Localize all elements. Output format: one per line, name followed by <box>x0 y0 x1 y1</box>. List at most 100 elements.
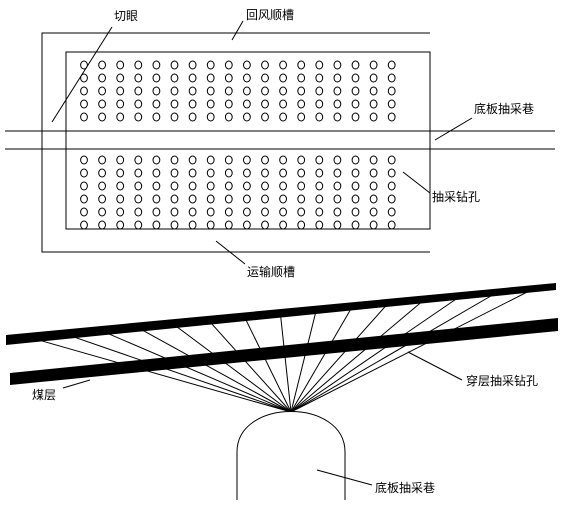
borehole <box>351 220 360 230</box>
borehole <box>243 99 251 109</box>
borehole <box>243 73 251 83</box>
borehole <box>369 168 378 178</box>
borehole <box>261 112 269 122</box>
borehole <box>261 220 269 230</box>
borehole <box>351 181 360 191</box>
crossing-borehole-line <box>131 323 292 413</box>
floor-roadway-arch <box>236 411 346 500</box>
borehole <box>80 168 88 178</box>
crossing-borehole-line <box>290 299 392 413</box>
borehole <box>188 99 197 109</box>
borehole <box>387 168 396 178</box>
borehole <box>333 155 342 165</box>
borehole <box>315 194 324 204</box>
borehole <box>351 207 360 217</box>
crossing-borehole-line <box>19 334 292 413</box>
borehole <box>243 155 251 165</box>
borehole <box>369 99 378 109</box>
borehole <box>98 73 106 83</box>
borehole <box>152 60 161 70</box>
borehole <box>188 155 197 165</box>
leader-floor-roadway-bottom <box>316 469 373 486</box>
borehole <box>351 99 360 109</box>
borehole <box>351 194 360 204</box>
borehole <box>134 99 143 109</box>
borehole <box>333 181 342 191</box>
borehole <box>279 194 288 204</box>
borehole <box>206 60 215 70</box>
borehole <box>170 207 179 217</box>
label-coal-seam: 煤层 <box>32 388 56 402</box>
borehole <box>170 86 179 96</box>
crossing-borehole-line <box>205 316 292 413</box>
borehole <box>333 86 342 96</box>
borehole <box>261 99 269 109</box>
borehole <box>369 112 378 122</box>
borehole <box>80 60 88 70</box>
borehole <box>369 194 378 204</box>
borehole <box>80 73 88 83</box>
coal-seam-band-upper <box>6 283 556 345</box>
borehole <box>315 220 324 230</box>
borehole <box>152 112 161 122</box>
label-return-air-roadway: 回风顺槽 <box>246 8 294 22</box>
borehole <box>224 194 233 204</box>
borehole <box>261 168 269 178</box>
borehole <box>134 112 143 122</box>
borehole <box>333 112 342 122</box>
borehole <box>98 99 106 109</box>
borehole <box>116 207 125 217</box>
label-drainage-borehole: 抽采钻孔 <box>432 189 480 204</box>
borehole <box>387 194 396 204</box>
borehole <box>333 168 342 178</box>
borehole <box>387 86 396 96</box>
borehole <box>188 220 197 230</box>
section-view <box>6 283 558 500</box>
label-floor-drainage-roadway-top: 底板抽采巷 <box>474 101 534 116</box>
borehole <box>297 207 306 217</box>
borehole <box>206 181 215 191</box>
borehole <box>134 181 143 191</box>
borehole <box>98 60 106 70</box>
borehole <box>98 155 106 165</box>
borehole <box>315 155 324 165</box>
borehole <box>170 73 179 83</box>
borehole <box>333 60 342 70</box>
borehole <box>170 168 179 178</box>
borehole <box>369 60 378 70</box>
borehole <box>351 60 360 70</box>
borehole <box>315 112 324 122</box>
borehole <box>387 207 396 217</box>
borehole <box>261 73 269 83</box>
borehole <box>333 73 342 83</box>
borehole <box>80 99 88 109</box>
borehole <box>243 112 251 122</box>
borehole <box>315 168 324 178</box>
borehole <box>243 86 251 96</box>
borehole <box>206 207 215 217</box>
crossing-borehole-line <box>242 313 292 413</box>
borehole <box>188 86 197 96</box>
borehole <box>297 112 306 122</box>
crossing-borehole-line <box>290 288 504 413</box>
borehole <box>297 194 306 204</box>
borehole <box>224 60 233 70</box>
borehole <box>116 168 125 178</box>
borehole <box>152 99 161 109</box>
label-floor-drainage-roadway-bottom: 底板抽采巷 <box>375 480 435 495</box>
borehole <box>80 194 88 204</box>
borehole <box>243 220 251 230</box>
borehole <box>224 99 233 109</box>
borehole <box>152 220 161 230</box>
borehole <box>279 60 288 70</box>
borehole <box>80 112 88 122</box>
borehole <box>224 220 233 230</box>
borehole <box>243 207 251 217</box>
borehole <box>134 207 143 217</box>
borehole <box>188 168 197 178</box>
borehole <box>134 168 143 178</box>
crossing-borehole-line <box>290 285 541 413</box>
borehole <box>369 181 378 191</box>
borehole <box>224 86 233 96</box>
